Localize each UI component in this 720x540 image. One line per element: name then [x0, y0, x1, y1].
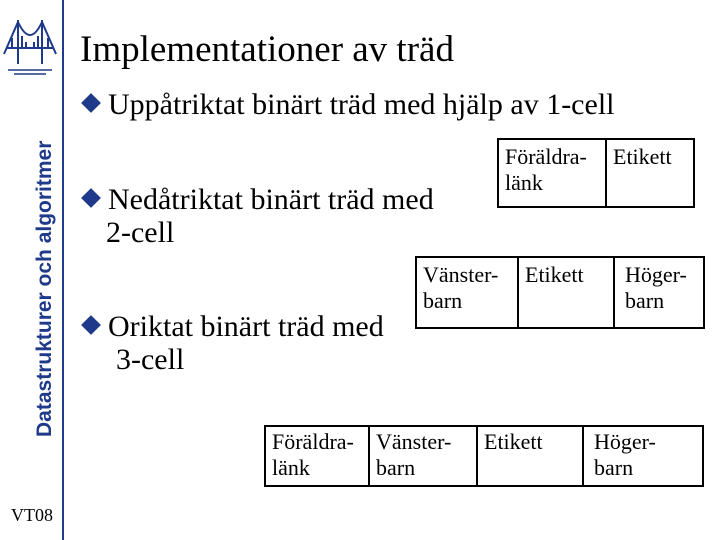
bullet-item-3: Oriktat binärt träd med 3-cell: [80, 310, 384, 376]
three-cell-diagram: Föräldra- länk Vänster- barn Etikett Hög…: [264, 425, 704, 487]
course-title-vertical: Datastrukturer och algoritmer: [33, 140, 56, 437]
cell-parent-link: Föräldra- länk: [505, 144, 587, 195]
page-title: Implementationer av träd: [80, 29, 454, 70]
diamond-bullet-icon: [81, 188, 101, 208]
term-label: VT08: [11, 505, 53, 525]
sidebar: Datastrukturer och algoritmer VT08: [0, 0, 62, 540]
diamond-bullet-icon: [81, 93, 101, 113]
cell-left-child: Vänster- barn: [368, 427, 476, 485]
cell-label: Etikett: [517, 258, 613, 327]
cell-right-child: Höger- barn: [613, 258, 703, 327]
bridge-logo-icon: [3, 19, 57, 75]
cell-label: Etikett: [605, 140, 693, 206]
bullet-text-continued: 3-cell: [116, 343, 185, 376]
bullet-text: Oriktat binärt träd med: [108, 310, 384, 343]
cell-label: Etikett: [476, 427, 582, 485]
bullet-item-1: Uppåtriktat binärt träd med hjälp av 1-c…: [80, 88, 614, 121]
bullet-text-continued: 2-cell: [106, 216, 175, 249]
one-cell-diagram: Föräldra- länk Etikett: [497, 138, 695, 208]
sidebar-divider: [62, 0, 64, 540]
cell-parent-link: Föräldra- länk: [272, 429, 354, 480]
two-cell-diagram: Vänster- barn Etikett Höger- barn: [415, 256, 705, 329]
cell-right-child: Höger- barn: [582, 427, 702, 485]
cell-left-child: Vänster- barn: [423, 262, 499, 313]
diamond-bullet-icon: [81, 315, 101, 335]
bullet-text: Uppåtriktat binärt träd med hjälp av 1-c…: [108, 88, 615, 121]
bullet-item-2: Nedåtriktat binärt träd med 2-cell: [80, 183, 434, 249]
bullet-text: Nedåtriktat binärt träd med: [108, 183, 434, 216]
